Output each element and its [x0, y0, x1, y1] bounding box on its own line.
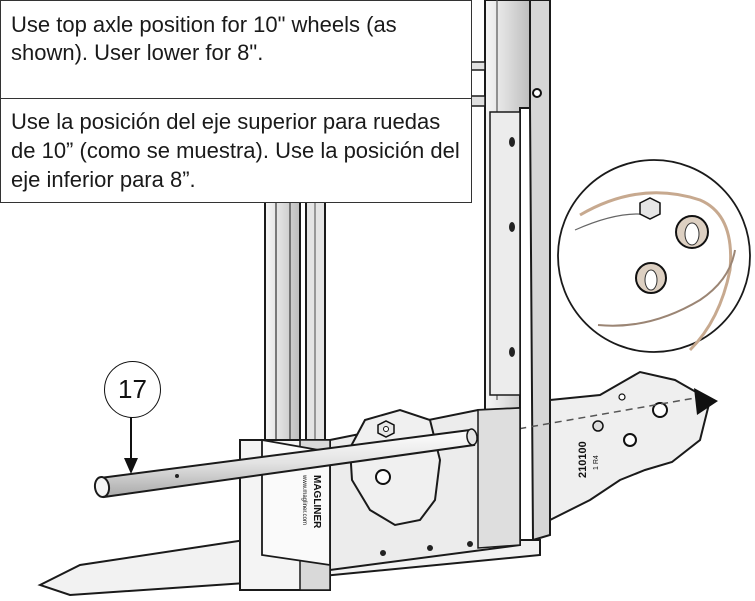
- plate-sub-code: 1 R4: [593, 455, 600, 470]
- axle-instruction-callout: Use top axle position for 10" wheels (as…: [0, 0, 472, 203]
- arrow-down-icon: [124, 416, 138, 474]
- plate-part-code: 210100: [577, 441, 589, 478]
- instruction-spanish: Use la posición del eje superior para ru…: [11, 109, 460, 192]
- part-number-text: 17: [118, 374, 147, 404]
- brace-brand-text: MAGLINER: [311, 475, 322, 529]
- axle-rod: [93, 428, 478, 499]
- zoom-nut-icon: [639, 197, 661, 220]
- arrow-right-icon: [694, 388, 718, 415]
- instruction-english: Use top axle position for 10" wheels (as…: [11, 12, 397, 65]
- brace-website-text: www.magliner.com: [301, 474, 307, 525]
- callout-divider: [1, 98, 471, 99]
- part-number-badge: 17: [104, 361, 161, 418]
- zoom-detail: [557, 159, 751, 353]
- axle-bracket-plate: 210100 1 R4: [549, 370, 712, 522]
